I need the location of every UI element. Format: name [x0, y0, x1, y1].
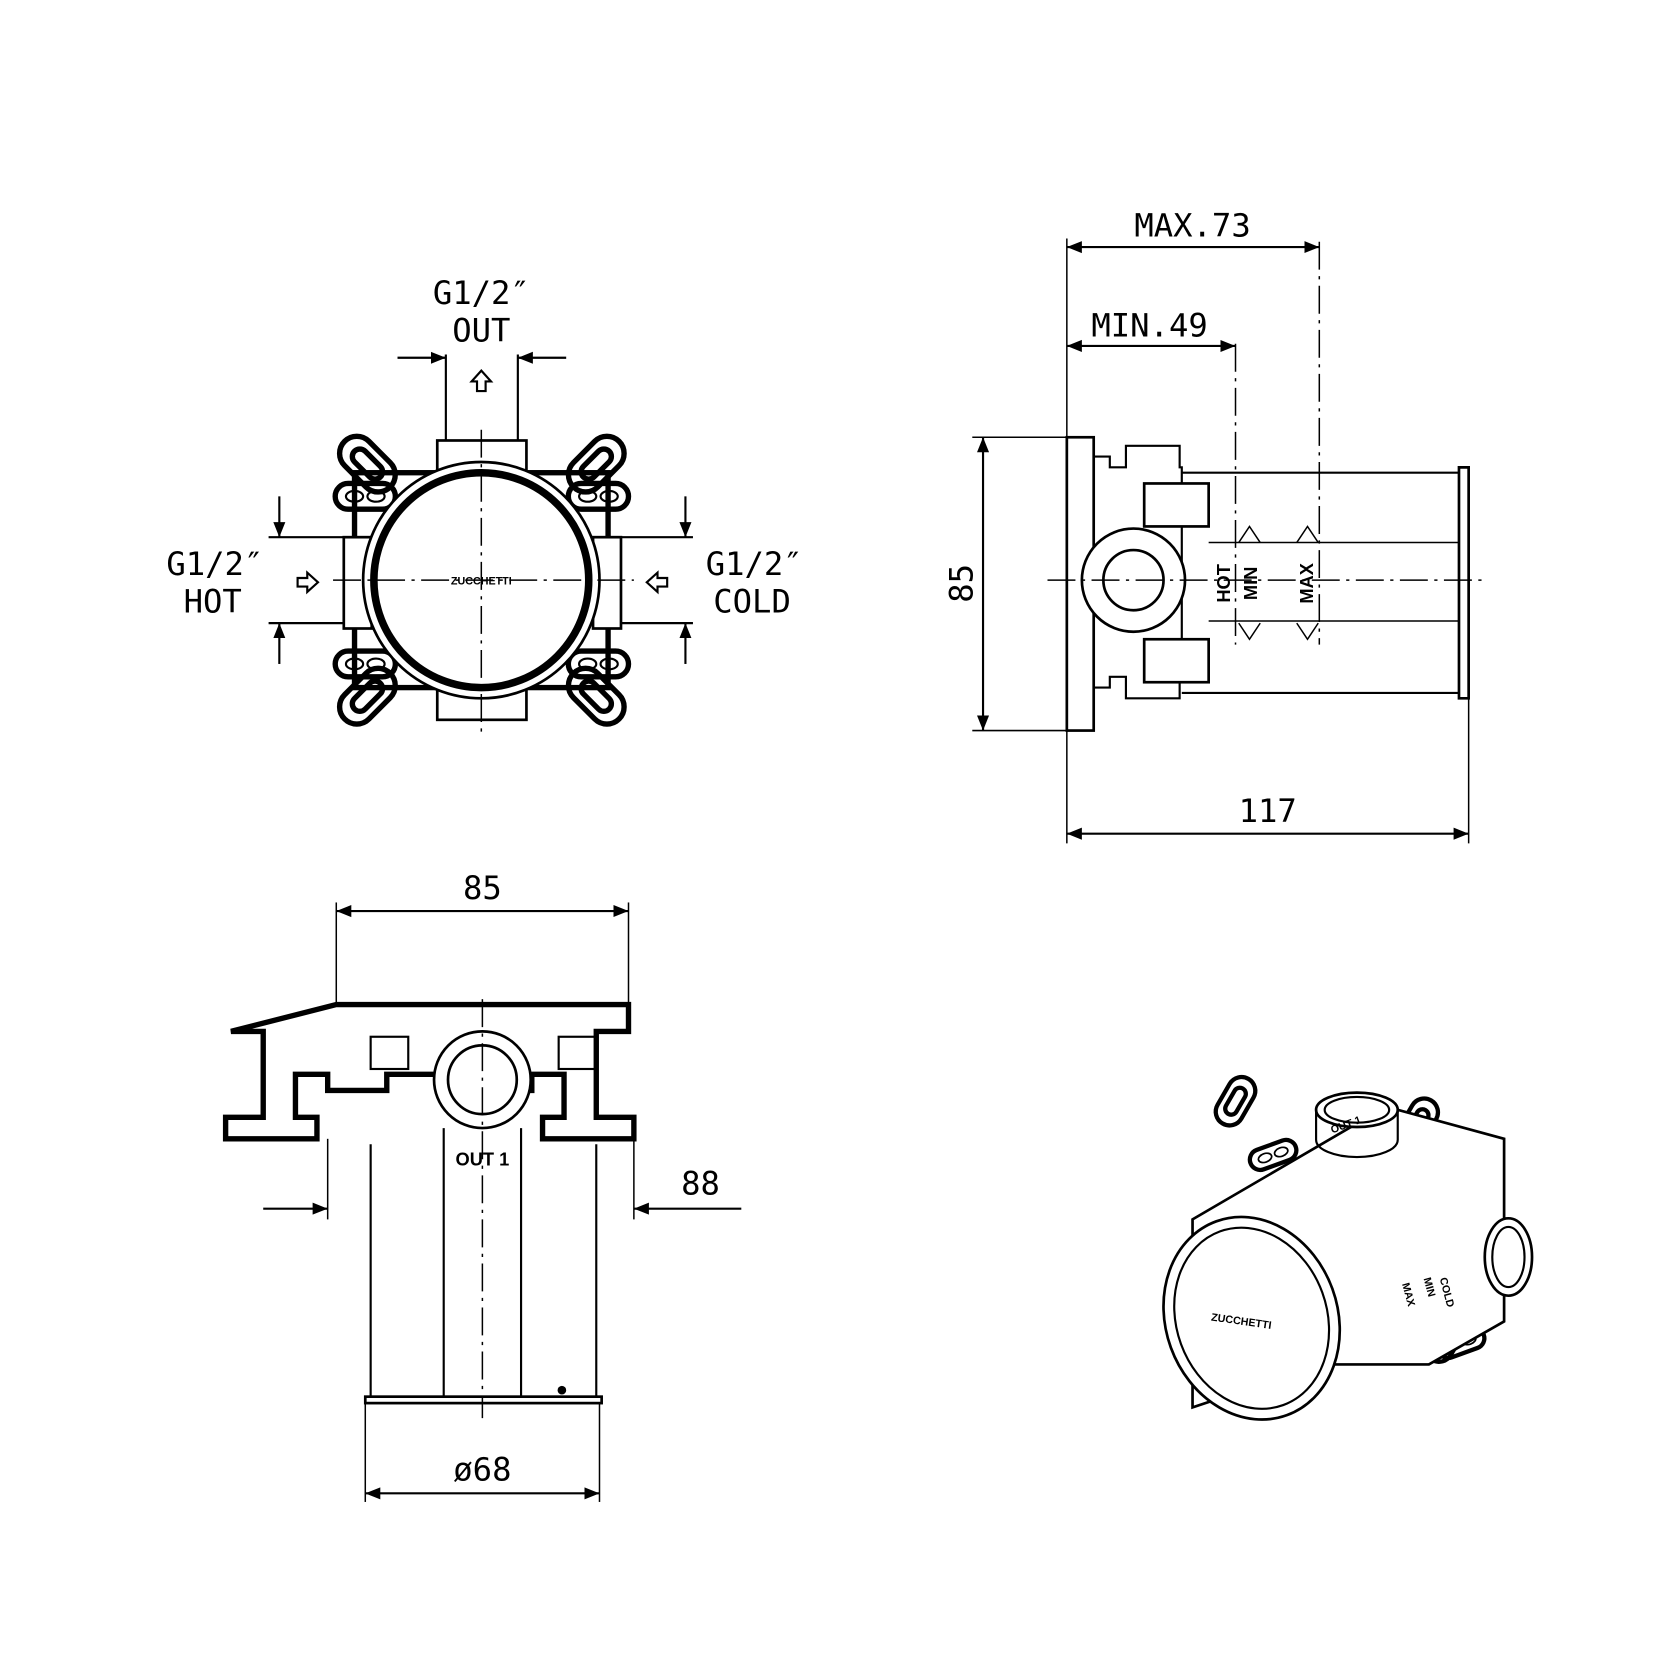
cold-flow-arrow-icon — [645, 570, 669, 595]
front-brand-logo: ZUCCHETTI — [451, 575, 512, 587]
out-thread-label: G1/2″ — [433, 274, 530, 312]
bottom-width-dimension: 85 — [463, 869, 502, 907]
offset-dimension: 88 — [681, 1165, 720, 1203]
cold-label: COLD — [713, 582, 791, 620]
out-label: OUT — [452, 312, 510, 350]
hot-label: HOT — [184, 582, 242, 620]
hot-thread-label: G1/2″ — [166, 545, 263, 583]
iso-min-mark: MIN — [1421, 1276, 1438, 1298]
hot-flow-arrow-icon — [296, 570, 320, 595]
bottom-view: OUT 1 85 88 ø68 — [222, 869, 742, 1502]
diameter-dimension: ø68 — [453, 1450, 511, 1488]
side-view: HOT MIN MAX 85 MAX.73 MIN.49 117 — [942, 206, 1488, 844]
side-max-mark: MAX — [1296, 562, 1317, 603]
min-depth-dimension: MIN.49 — [1091, 306, 1207, 344]
bottom-out-label: OUT 1 — [456, 1149, 510, 1170]
cold-thread-label: G1/2″ — [706, 545, 803, 583]
side-min-mark: MIN — [1240, 567, 1261, 600]
max-depth-dimension: MAX.73 — [1134, 206, 1250, 244]
isometric-view: OUT 1 COLD MIN MAX ZUCCHETTI — [1162, 1072, 1534, 1421]
out-flow-arrow-icon — [469, 369, 494, 393]
side-hot-mark: HOT — [1213, 564, 1234, 603]
front-view: ZUCCHETTI G1/2″ OUT G1/2″ HOT G1/2″ COLD — [166, 274, 803, 736]
side-length-dimension: 117 — [1239, 792, 1297, 830]
side-height-dimension: 85 — [942, 564, 980, 603]
